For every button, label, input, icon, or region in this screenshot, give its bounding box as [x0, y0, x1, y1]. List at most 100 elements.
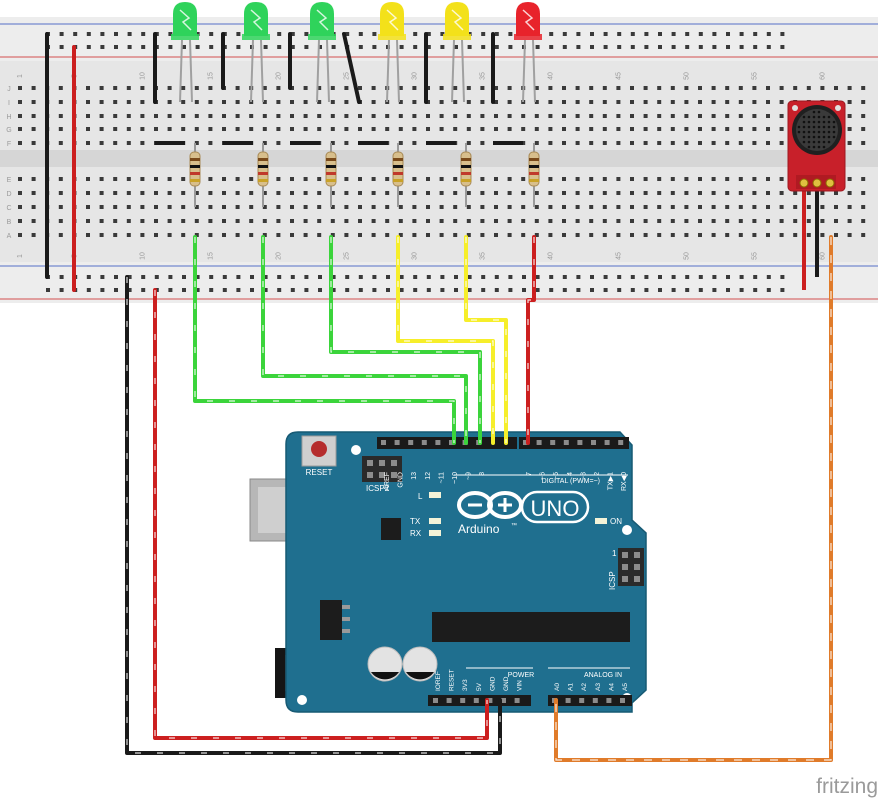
- breadboard-hole: [534, 114, 539, 118]
- led-lead: [451, 39, 455, 103]
- breadboard-hole: [303, 114, 308, 118]
- resistor-band: [258, 165, 268, 168]
- breadboard-hole: [684, 233, 689, 237]
- breadboard-hole: [167, 86, 172, 90]
- breadboard-hole: [494, 100, 498, 104]
- breadboard-hole: [140, 127, 145, 131]
- power-rail-hole: [671, 45, 676, 49]
- breadboard-hole: [371, 100, 376, 104]
- breadboard-hole: [344, 100, 349, 104]
- mic-mesh-dot: [822, 120, 826, 124]
- breadboard-hole: [643, 86, 648, 90]
- led-lead: [522, 39, 526, 103]
- breadboard-hole: [249, 233, 254, 237]
- breadboard-hole: [235, 219, 240, 223]
- power-rail-hole: [86, 288, 91, 292]
- led-filament: [386, 9, 399, 31]
- power-rail-hole: [644, 45, 649, 49]
- power-rail-hole: [236, 32, 241, 36]
- breadboard-hole: [657, 219, 662, 223]
- breadboard-hole: [834, 219, 838, 223]
- breadboard-hole: [154, 205, 158, 209]
- breadboard-hole: [725, 114, 730, 118]
- reset-label: RESET: [306, 468, 333, 477]
- breadboard-hole: [507, 219, 512, 223]
- mounting-hole: [297, 695, 307, 705]
- power-rail-hole: [426, 288, 431, 292]
- breadboard-hole: [249, 114, 254, 118]
- power-rail-hole: [712, 275, 717, 279]
- arduino-5v-wire-highlight: [154, 290, 488, 739]
- breadboard-hole: [113, 205, 118, 209]
- breadboard-hole: [154, 219, 158, 223]
- digital-pin-label: RX◀0: [621, 472, 628, 491]
- breadboard-hole: [371, 86, 376, 90]
- breadboard-hole: [276, 141, 281, 145]
- breadboard-hole: [31, 177, 36, 181]
- breadboard-hole: [494, 177, 498, 181]
- header-pin: [449, 440, 454, 445]
- breadboard-hole: [738, 219, 743, 223]
- breadboard-hole: [398, 205, 403, 209]
- mic-mesh-dot: [827, 140, 831, 144]
- mic-mesh-dot: [812, 135, 816, 139]
- breadboard-hole: [303, 191, 308, 195]
- column-number: 35: [479, 72, 486, 80]
- header-pin: [446, 698, 452, 703]
- breadboard-hole: [766, 127, 770, 131]
- resistor: [392, 143, 404, 207]
- power-rail-hole: [100, 275, 105, 279]
- digital-pin-label: 2: [594, 472, 601, 476]
- mic-mesh-dot: [812, 140, 816, 144]
- breadboard-hole: [208, 100, 213, 104]
- mic-mesh-dot: [827, 115, 831, 119]
- breadboard-hole: [208, 177, 213, 181]
- breadboard-hole: [208, 141, 213, 145]
- breadboard-hole: [861, 205, 866, 209]
- breadboard-hole: [194, 114, 199, 118]
- breadboard-hole: [330, 141, 335, 145]
- breadboard-hole: [86, 141, 90, 145]
- led-lead: [532, 39, 536, 103]
- breadboard-hole: [575, 233, 580, 237]
- power-rail-hole: [467, 288, 472, 292]
- column-number: 20: [275, 72, 282, 80]
- breadboard-hole: [779, 100, 784, 104]
- power-rail-hole: [426, 45, 431, 49]
- breadboard-hole: [752, 127, 757, 131]
- breadboard-hole: [766, 114, 770, 118]
- column-number: 10: [139, 72, 146, 80]
- mic-mesh-dot: [832, 125, 836, 129]
- digital-section-label: DIGITAL (PWM=~): [542, 478, 600, 485]
- breadboard-hole: [194, 141, 199, 145]
- power-rail-hole: [141, 288, 146, 292]
- power-pin-label: 5V: [476, 682, 483, 691]
- breadboard-hole: [208, 219, 213, 223]
- power-rail-hole: [780, 288, 785, 292]
- breadboard-hole: [86, 114, 90, 118]
- breadboard-hole: [317, 205, 322, 209]
- power-rail-hole: [726, 32, 730, 36]
- breadboard-hole: [276, 127, 281, 131]
- usb-interface-chip: [381, 518, 401, 540]
- led-yellow-2-wire: [464, 235, 508, 445]
- breadboard-hole: [480, 177, 485, 181]
- power-rail-hole: [698, 275, 703, 279]
- mic-mesh-dot: [807, 130, 811, 134]
- breadboard-hole: [99, 177, 104, 181]
- breadboard-hole: [616, 205, 621, 209]
- breadboard-hole: [534, 233, 539, 237]
- breadboard-hole: [290, 219, 294, 223]
- breadboard-hole: [290, 191, 294, 195]
- breadboard-hole: [575, 100, 580, 104]
- breadboard-hole: [548, 86, 553, 90]
- analog-pin-label: A3: [595, 683, 602, 691]
- tx-led: [429, 518, 441, 524]
- power-rail-hole: [386, 275, 390, 279]
- power-rail-hole: [331, 288, 336, 292]
- breadboard-hole: [439, 100, 444, 104]
- breadboard-hole: [630, 114, 634, 118]
- breadboard-hole: [575, 141, 580, 145]
- column-number: 15: [207, 72, 214, 80]
- breadboard-hole: [222, 177, 226, 181]
